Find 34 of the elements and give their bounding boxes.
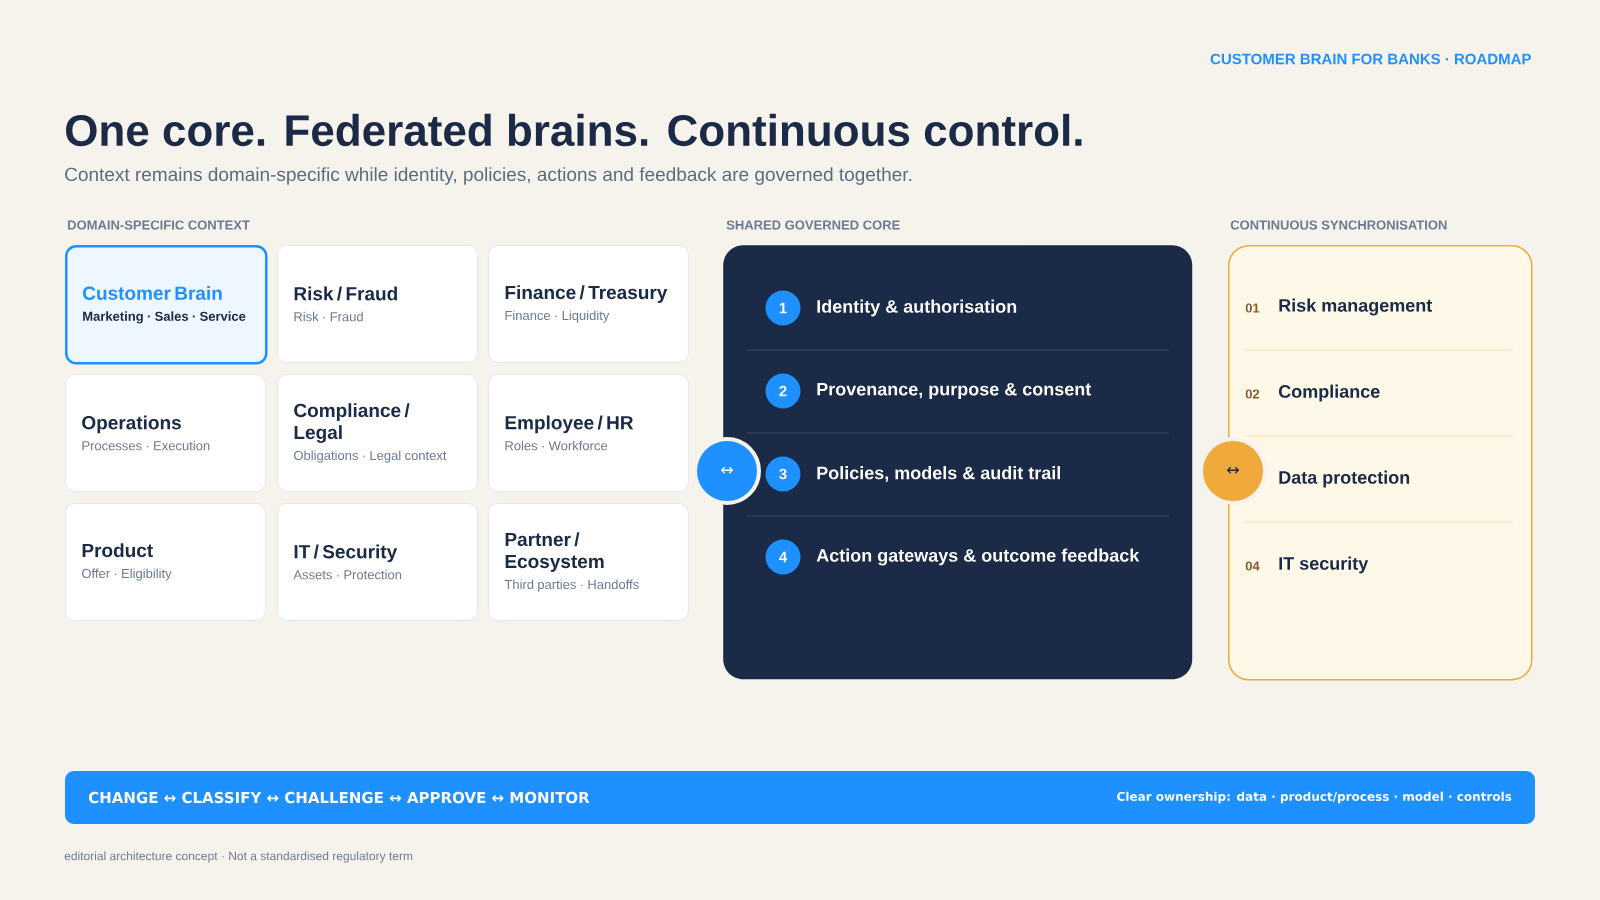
domain-card: Employee / HR Roles · Workforce [488,374,689,492]
core-item: Action gateways & outcome feedback [816,548,1140,566]
domain-card: Operations Processes · Execution [65,374,266,492]
number-badge: 4 [765,539,801,575]
number-badge: 2 [765,373,801,409]
sync-item: Compliance [1278,384,1380,402]
item-number: 04 [1245,561,1260,571]
subtitle: Context remains domain-specific while identity, policies, actions and feedback are governed together. [65,167,912,185]
domain-card: IT / Security Assets · Protection [277,503,478,621]
process-bar: CHANGE ↔ CLASSIFY ↔ CHALLENGE ↔ APPROVE ↔ MONITOR Clear ownership: data · product/process · model · controls [65,771,1535,824]
section-label: DOMAIN-SPECIFIC CONTEXT [68,220,250,230]
domain-card: Compliance / Legal Obligations · Legal context [277,374,478,492]
section-label: CONTINUOUS SYNCHRONISATION [1230,220,1447,230]
core-panel [723,245,1193,680]
domain-card: Partner / Ecosystem Third parties · Handoffs [488,503,689,621]
core-item: Provenance, purpose & consent [817,382,1092,400]
title: One core. Federated brains. Continuous control. [66,113,1082,147]
number-badge: 1 [765,290,801,326]
sync-item: Data protection [1279,470,1410,488]
sync-item: IT security [1279,556,1369,574]
core-item: Policies, models & audit trail [817,466,1060,482]
item-number: 01 [1245,303,1260,313]
domain-card: Finance / Treasury Finance · Liquidity [488,245,689,363]
domain-card: Customer Brain Marketing · Sales · Service [65,245,268,365]
section-label: SHARED GOVERNED CORE [726,220,900,230]
domain-card: Risk / Fraud Risk · Fraud [277,245,478,363]
header-label: CUSTOMER BRAIN FOR BANKS · ROADMAP [1210,53,1531,65]
number-badge: 3 [765,456,801,492]
sync-panel [1228,245,1533,681]
item-number: 02 [1245,389,1260,399]
core-item: Identity & authorisation [817,299,1017,317]
sync-item: Risk management [1279,298,1432,316]
domain-card: Product Offer · Eligibility [65,503,266,621]
footnote: editorial architecture concept · Not a standardised regulatory term [64,851,413,863]
